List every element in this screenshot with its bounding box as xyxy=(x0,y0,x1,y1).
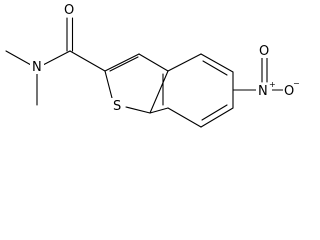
nitro-oxygen-right-label: O xyxy=(284,84,294,99)
amide-nitrogen-label: N xyxy=(32,60,42,75)
atom-bg-nitro-n xyxy=(256,83,272,98)
atom-bg-carbonyl-o xyxy=(63,2,77,17)
nitro-nitrogen-label: N xyxy=(258,84,268,99)
bond-n-carbonyl xyxy=(42,50,71,66)
bond-c4-c5 xyxy=(200,53,234,73)
bond-c2-c3 xyxy=(104,53,140,72)
bond-c2-c3-inner xyxy=(109,56,139,72)
bond-layer xyxy=(5,17,285,128)
atom-bg-nitro-o-top xyxy=(258,43,272,58)
bond-s-c7a xyxy=(125,106,151,114)
atom-bg-nitro-o-right xyxy=(283,83,297,98)
ring-sulfur-label: S xyxy=(113,99,121,114)
carbonyl-oxygen-label: O xyxy=(64,3,74,18)
nitro-nitrogen-charge: + xyxy=(269,80,276,89)
atom-bg-amide-n xyxy=(30,59,44,74)
bond-c7a-link xyxy=(149,107,169,114)
bond-c4-c5-inner xyxy=(202,60,228,76)
bond-c7-c7a xyxy=(167,107,202,128)
atom-layer: O N S N + O O − xyxy=(30,2,300,114)
bond-c6-c7 xyxy=(200,107,234,128)
nitro-oxygen-top-label: O xyxy=(259,44,269,59)
bond-methyl-upper xyxy=(5,50,32,66)
bond-c3a-c7a xyxy=(149,70,169,114)
bond-c6-c7-inner xyxy=(201,104,228,121)
atom-bg-sulfur xyxy=(111,98,125,113)
molecule-structure: O N S N + O O − xyxy=(5,2,300,128)
nitro-oxygen-charge: − xyxy=(293,79,300,88)
bond-c3a-c4 xyxy=(167,53,202,72)
bond-carbonyl-c2 xyxy=(69,50,106,72)
bond-c2-s xyxy=(104,70,113,99)
bond-c3-c3a xyxy=(138,53,169,72)
